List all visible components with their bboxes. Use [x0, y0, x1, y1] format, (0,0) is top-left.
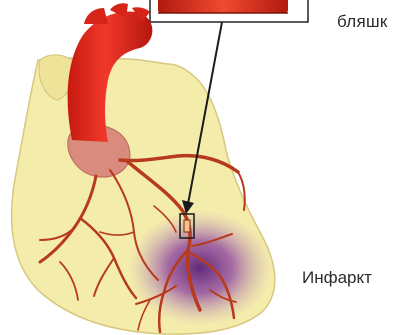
aortic-arch-branch: [84, 8, 108, 24]
plaque-site-inner: [184, 220, 190, 232]
infarct-label: Инфаркт: [302, 268, 372, 288]
plaque-label: бляшк: [337, 12, 388, 32]
zoomed-artery-segment: [150, 0, 308, 22]
